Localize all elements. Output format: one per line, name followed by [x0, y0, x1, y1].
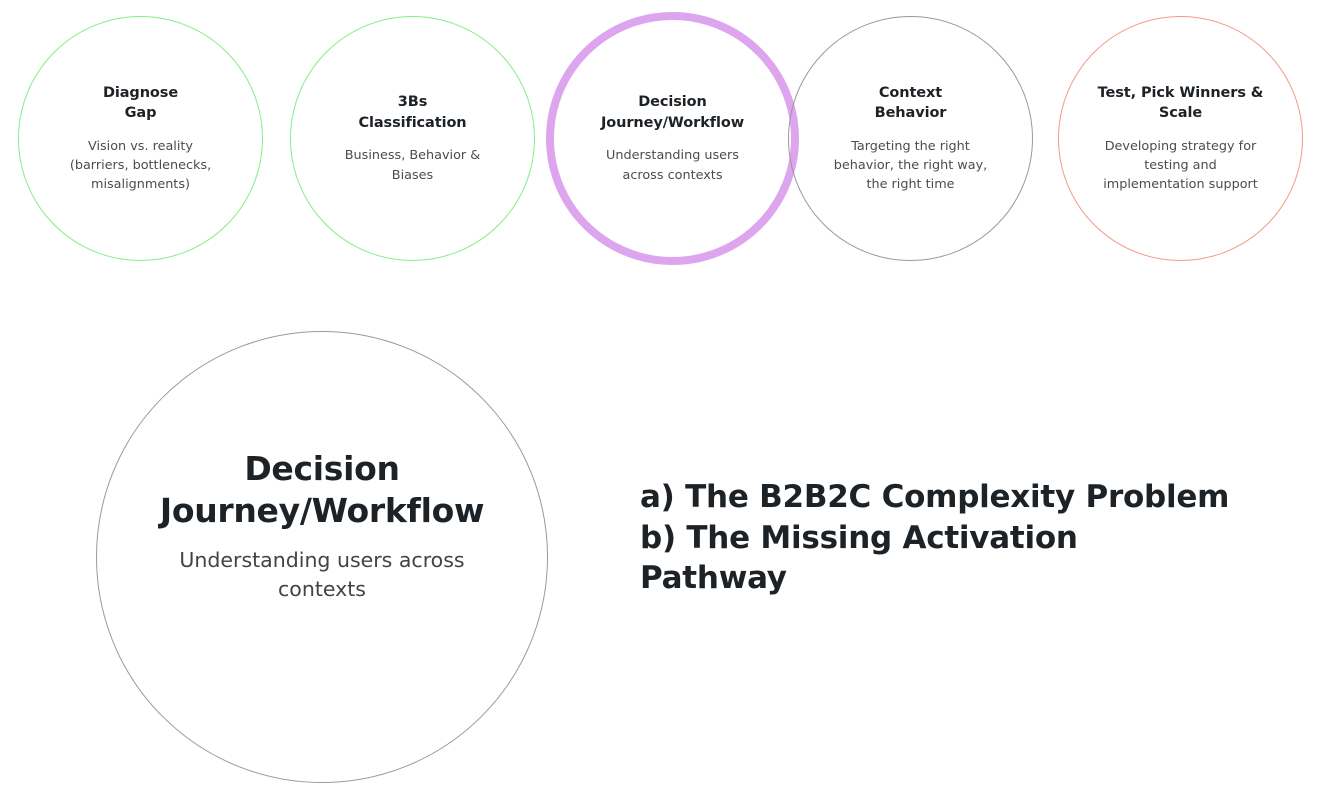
step-circle-3bs-classification[interactable]: 3Bs Classification Business, Behavior & …: [290, 16, 535, 261]
step-title: Context Behavior: [874, 84, 947, 122]
agenda-item-b: b) The Missing Activation Pathway: [640, 519, 1078, 597]
step-title: Decision Journey/Workflow: [600, 94, 744, 131]
step-circle-decision-journey-workflow[interactable]: Decision Journey/Workflow Understanding …: [546, 12, 799, 265]
step-title: Test, Pick Winners & Scale: [1097, 84, 1264, 122]
step-description: Targeting the right behavior, the right …: [833, 138, 988, 193]
agenda-list: a) The B2B2C Complexity Problem b) The M…: [640, 477, 1320, 599]
process-steps-row: Diagnose Gap Vision vs. reality (barrier…: [0, 0, 1323, 290]
focus-title: Decision Journey/Workflow: [159, 449, 485, 531]
step-description: Vision vs. reality (barriers, bottleneck…: [69, 138, 212, 193]
step-description: Understanding users across contexts: [606, 148, 739, 183]
step-circle-test-pick-winners-scale[interactable]: Test, Pick Winners & Scale Developing st…: [1058, 16, 1303, 261]
step-title: 3Bs Classification: [358, 94, 467, 131]
step-circle-diagnose-gap[interactable]: Diagnose Gap Vision vs. reality (barrier…: [18, 16, 263, 261]
focus-circle-decision-journey-workflow: Decision Journey/Workflow Understanding …: [96, 331, 548, 783]
focus-description: Understanding users across contexts: [179, 548, 465, 601]
step-title: Diagnose Gap: [102, 84, 179, 122]
step-circle-context-behavior[interactable]: Context Behavior Targeting the right beh…: [788, 16, 1033, 261]
step-description: Business, Behavior & Biases: [344, 148, 481, 183]
step-description: Developing strategy for testing and impl…: [1103, 138, 1258, 193]
agenda-item-a: a) The B2B2C Complexity Problem: [640, 479, 1230, 515]
